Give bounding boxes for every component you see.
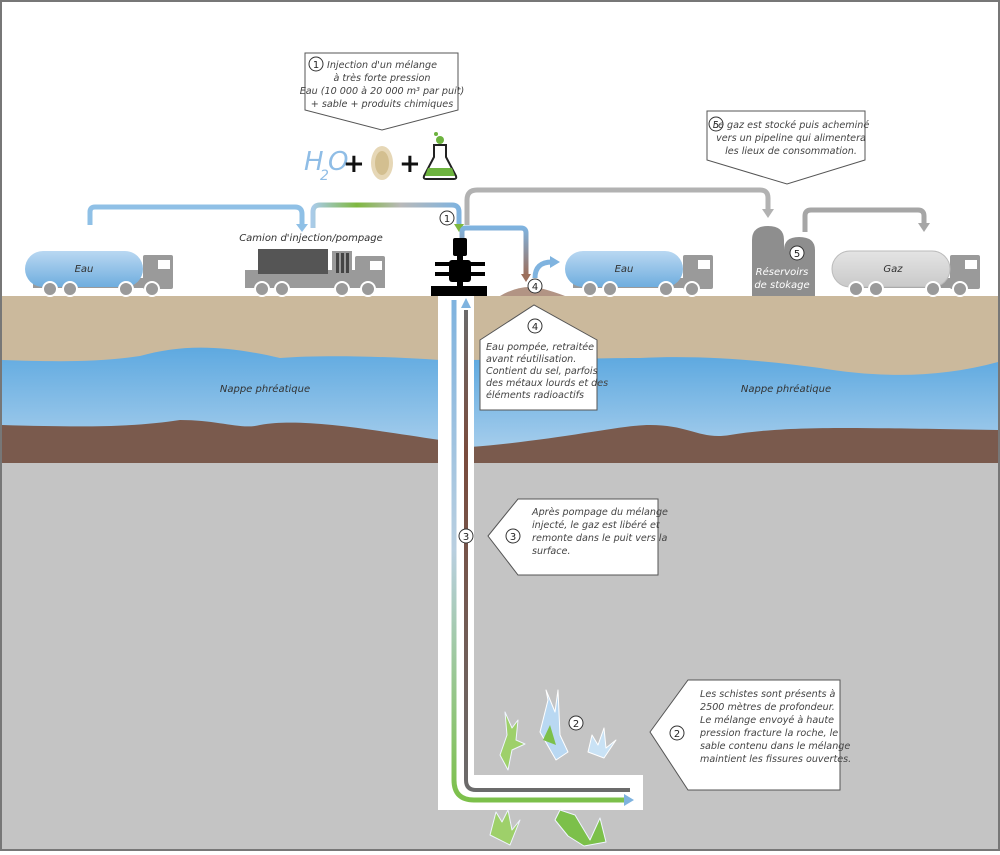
svg-text:5: 5 [794,249,800,260]
marker-5-storage [789,245,805,261]
h2o-h: H [304,147,324,177]
callout-2-line-2: 2500 mètres de profondeur. [700,701,835,713]
callout-2-line-4: pression fracture la roche, le [699,728,838,739]
callout-5-line-3: les lieux de consommation. [725,146,857,157]
return-water-pipe [459,225,529,275]
water-supply-arrow [296,224,308,232]
sand-icon [371,146,393,180]
return-water-arrow [521,274,531,282]
callout-5-line-1: Le gaz est stocké puis acheminé [713,119,870,131]
callout-2-line-6: maintient les fissures ouvertes. [700,754,851,765]
svg-text:5: 5 [713,120,719,131]
callout-1-line-3: Eau (10 000 à 20 000 m³ par puit) [300,85,465,97]
marker-4-pool: 4 [527,278,543,294]
clay-layer-left [2,420,440,466]
callout-3-line-1: Après pompage du mélange [531,506,668,518]
callout-3-line-3: remonte dans le puit vers la [532,533,667,544]
callout-4-line-2: avant réutilisation. [486,353,576,365]
gas-pipe-to-storage [464,187,771,225]
truck-label-water-right: Eau [615,264,634,275]
injection-truck: Camion d'injection/pompage [239,233,385,297]
water-supply-pipe [87,204,305,225]
callout-3-gas-release: 3 Après pompage du mélange injecté, le g… [487,498,668,576]
callout-2-line-3: Le mélange envoyé à haute [700,714,834,726]
storage-reservoirs: 5 Réservoirs de stokage [752,226,815,296]
well-bore-horizontal [438,775,643,810]
callout-2-line-1: Les schistes sont présents à [700,688,836,700]
plus-sign-1: + [343,149,365,179]
callout-2-shale: 2 Les schistes sont présents à 2500 mètr… [649,679,851,791]
injection-arrow [454,224,464,232]
gas-truck: Gaz [831,250,980,297]
plus-sign-2: + [399,149,421,179]
storage-label-line2: de stokage [754,280,809,291]
svg-text:3: 3 [463,532,469,543]
callout-3-line-2: injecté, le gaz est libéré et [532,519,661,531]
marker-2-fracture: 2 [568,715,584,731]
callout-2-line-5: sable contenu dans le mélange [700,740,850,752]
water-truck-left: Eau [25,251,173,297]
injection-flow-down [451,300,630,803]
callout-1-line-2: à très forte pression [333,72,430,84]
wellhead [431,238,487,296]
water-truck-right: Eau [565,251,713,297]
aquifer-label-left: Nappe phréatique [220,383,310,395]
callout-1-line-1: Injection d'un mélange [327,59,437,71]
callout-4-line-5: éléments radioactifs [486,389,584,401]
callout-4-line-3: Contient du sel, parfois [486,366,598,377]
callout-5-line-2: vers un pipeline qui alimentera [716,133,866,144]
svg-text:1: 1 [444,214,450,225]
svg-text:2: 2 [674,729,680,740]
callout-4-line-4: des métaux lourds et des [486,377,608,389]
truck-label-gas: Gaz [883,264,903,275]
svg-text:1: 1 [313,60,319,71]
callout-1-injection: 1 Injection d'un mélange à très forte pr… [300,52,465,131]
callout-4-line-1: Eau pompée, retraitée [486,341,594,353]
injection-truck-label: Camion d'injection/pompage [239,233,383,244]
svg-text:2: 2 [573,719,579,730]
injection-pipe [310,202,462,228]
storage-label-line1: Réservoirs [756,266,809,278]
gas-up-arrow-head [461,298,471,308]
callout-3-line-4: surface. [532,546,571,557]
gas-flow-up [464,310,630,792]
svg-text:4: 4 [532,322,538,333]
h2o-sub: 2 [320,168,329,184]
truck-label-water-left: Eau [75,264,94,275]
treated-water-pipe [532,259,553,279]
chemical-flask-icon [422,132,458,180]
treated-water-arrow [550,256,560,268]
gas-truck-arrow [918,223,930,232]
svg-text:4: 4 [532,282,538,293]
clay-layer-right [470,425,998,466]
gas-storage-arrow [762,209,774,218]
h2o-o: O [328,147,348,177]
injection-arrow-head [624,794,634,806]
callout-1-line-4: + sable + produits chimiques [311,99,453,110]
callout-5-storage: 5 Le gaz est stocké puis acheminé vers u… [706,110,870,185]
callout-4-wastewater: 4 Eau pompée, retraitée avant réutilisat… [479,304,608,411]
gas-pipe-to-truck [802,207,927,232]
marker-3-well: 3 [458,528,474,544]
marker-1-wellhead: 1 [439,210,455,226]
svg-text:3: 3 [510,532,516,543]
aquifer-label-right: Nappe phréatique [741,383,831,395]
fracture-cracks [489,689,617,847]
injection-mix-formula: H 2 O + + [304,132,458,184]
